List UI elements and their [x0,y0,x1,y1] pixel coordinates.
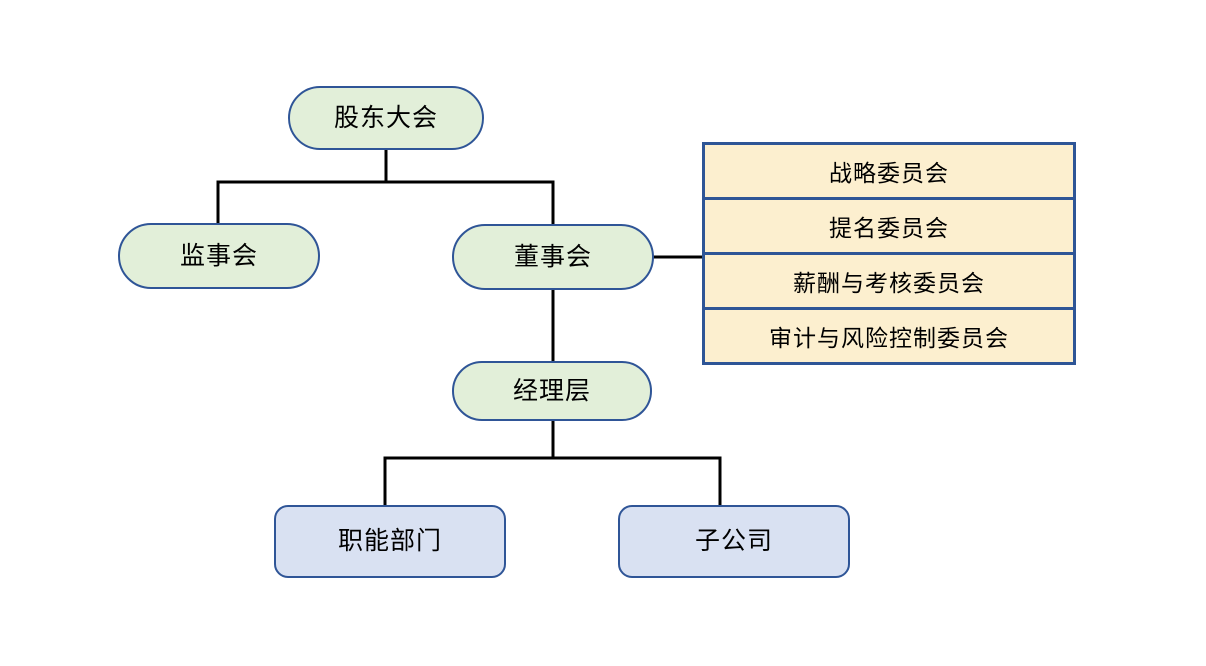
committee-row[interactable]: 战略委员会 [705,145,1073,200]
committee-label: 战略委员会 [829,161,949,186]
node-management-layer[interactable]: 经理层 [452,361,652,421]
node-label: 监事会 [179,242,258,270]
committee-table: 战略委员会 提名委员会 薪酬与考核委员会 审计与风险控制委员会 [702,142,1076,365]
node-functional-departments[interactable]: 职能部门 [274,505,506,578]
node-label: 股东大会 [333,104,438,132]
node-subsidiary-company[interactable]: 子公司 [618,505,850,578]
node-shareholders-meeting[interactable]: 股东大会 [288,86,484,150]
committee-label: 薪酬与考核委员会 [793,271,985,296]
committee-row[interactable]: 薪酬与考核委员会 [705,255,1073,310]
node-board-of-directors[interactable]: 董事会 [452,224,654,290]
committee-row[interactable]: 审计与风险控制委员会 [705,310,1073,362]
committee-label: 审计与风险控制委员会 [769,326,1009,351]
committee-label: 提名委员会 [829,216,949,241]
node-label: 职能部门 [337,528,442,555]
node-supervisory-board[interactable]: 监事会 [118,223,320,289]
node-label: 子公司 [694,528,773,555]
committee-row[interactable]: 提名委员会 [705,200,1073,255]
node-label: 董事会 [513,243,592,271]
node-label: 经理层 [512,377,591,405]
